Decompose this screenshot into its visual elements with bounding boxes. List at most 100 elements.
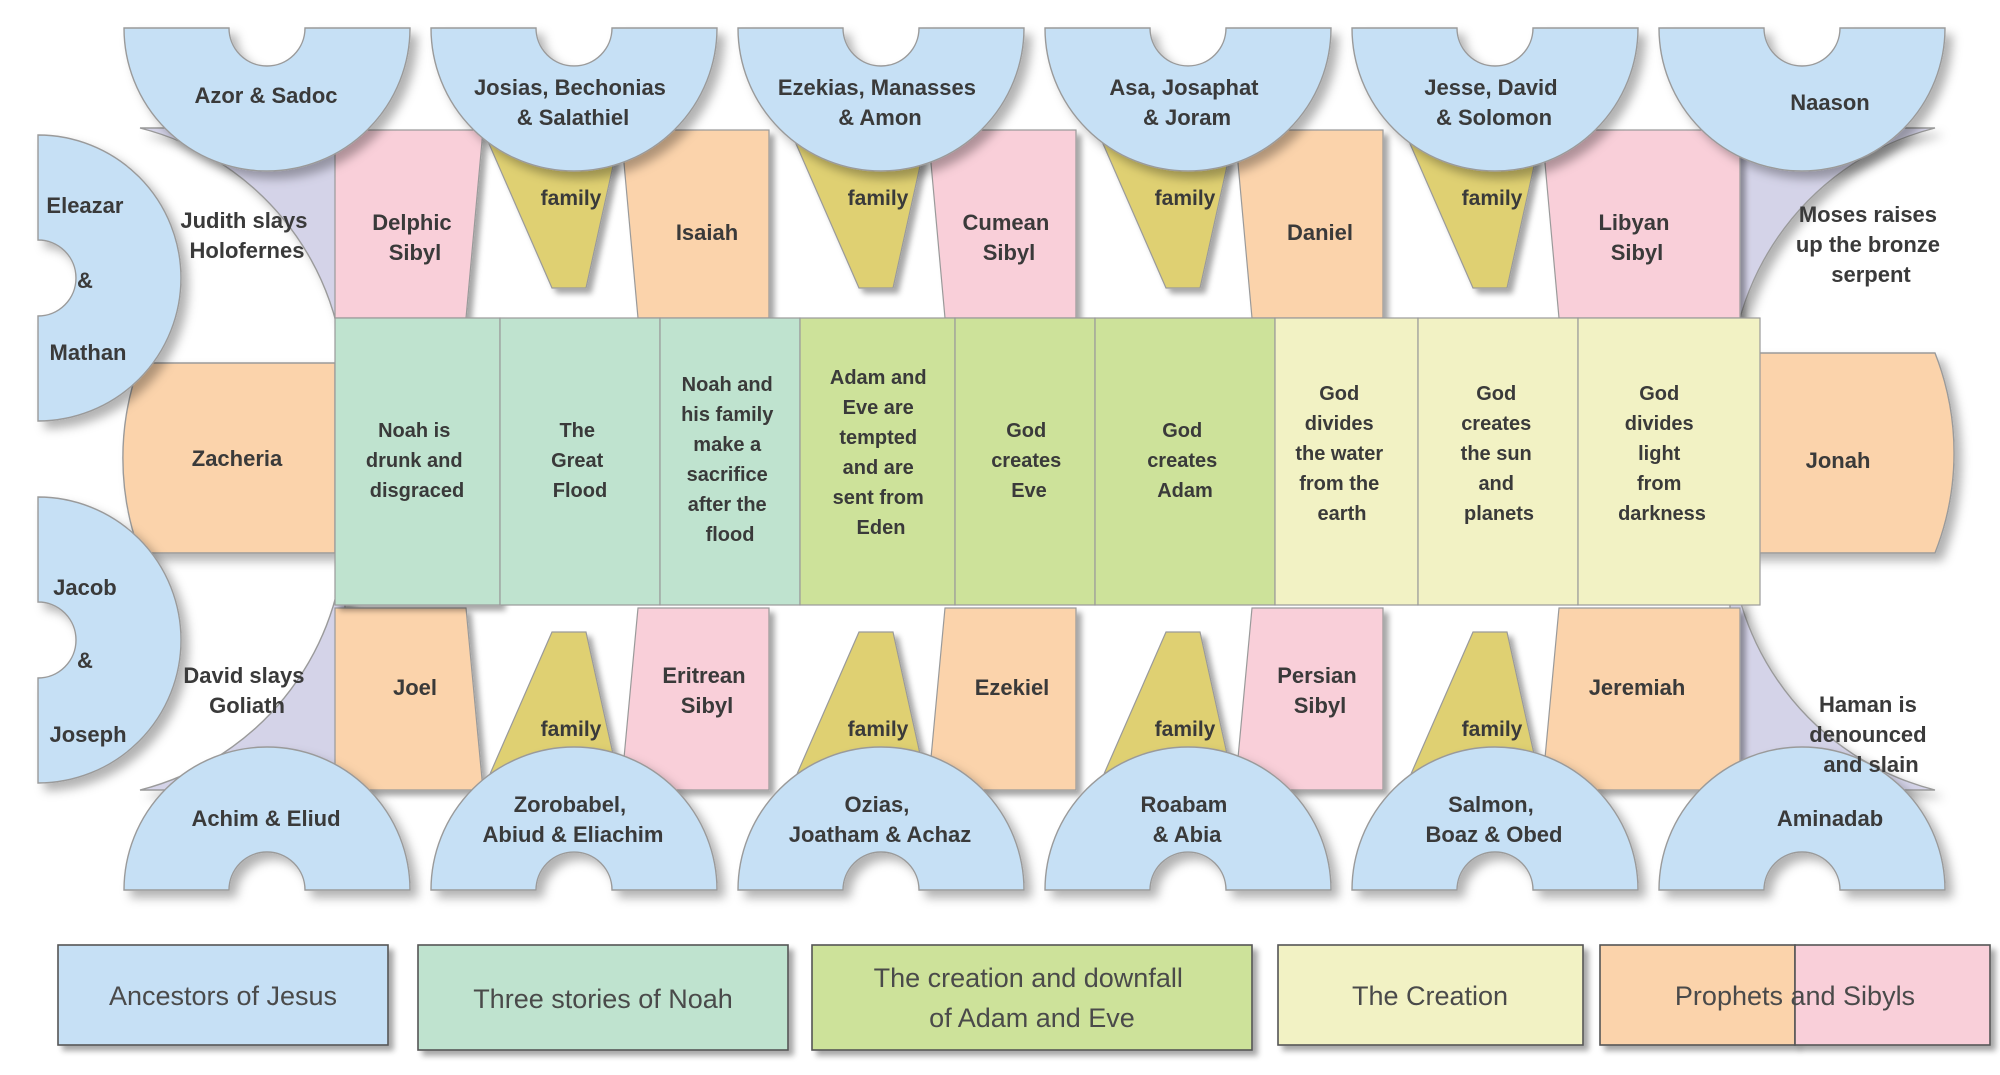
top-prophet-label-0: Delphic Sibyl	[372, 210, 458, 265]
bottom-lunette-0[interactable]	[123, 746, 411, 891]
center-panel-label-8: God divides light from darkness	[1618, 383, 1706, 525]
bottom-lunette-5[interactable]	[1658, 746, 1946, 891]
bottom-lunette-4[interactable]	[1351, 746, 1639, 891]
left-lunettes-layer	[37, 134, 182, 784]
center-panel-2[interactable]	[659, 317, 801, 606]
top-lunette-2[interactable]	[737, 27, 1025, 172]
legend-swatch-4-left	[1599, 944, 1796, 1046]
center-panel-0[interactable]	[334, 317, 501, 606]
top-prophets-layer	[334, 129, 1741, 319]
family-label-bottom-3: family	[1462, 718, 1523, 741]
center-panel-label-7: God creates the sun and planets	[1461, 383, 1538, 525]
top-lunette-3[interactable]	[1044, 27, 1332, 172]
corner-label-3: Haman is denounced and slain	[1809, 692, 1932, 777]
bottom-lunette-1[interactable]	[430, 746, 718, 891]
legend-item-3[interactable]: The Creation	[1277, 944, 1584, 1046]
legend-swatch-2	[811, 944, 1253, 1051]
top-lunette-5[interactable]	[1658, 27, 1946, 172]
bottom-prophet-ezekiel[interactable]	[927, 607, 1077, 791]
center-panel-label-0: Noah is drunk and disgraced	[366, 420, 468, 502]
legend-swatch-1	[417, 944, 789, 1051]
corner-label-2: David slays Goliath	[183, 663, 310, 718]
family-label-top-2: family	[1155, 187, 1216, 210]
bottom-prophet-label-3: Persian Sibyl	[1277, 663, 1363, 718]
bottom-lunette-label-5: Aminadab	[1777, 806, 1883, 831]
legend-item-0[interactable]: Ancestors of Jesus	[57, 944, 389, 1046]
family-label-top-3: family	[1462, 187, 1523, 210]
center-panel-3[interactable]	[799, 317, 956, 606]
top-lunettes-layer	[123, 27, 1946, 172]
top-prophet-label-4: Libyan Sibyl	[1598, 210, 1675, 265]
bottom-lunette-label-3: Roabam & Abia	[1141, 792, 1234, 847]
bottom-prophet-label-4: Jeremiah	[1589, 675, 1686, 700]
side-prophets-layer	[122, 352, 1955, 554]
center-panel-label-4: God creates Eve	[991, 420, 1067, 502]
legend-swatch-4-right	[1794, 944, 1991, 1046]
family-label-bottom-2: family	[1155, 718, 1216, 741]
top-lunette-label-5: Naason	[1790, 90, 1869, 115]
legend-label-1: Three stories of Noah	[473, 984, 733, 1014]
side-prophet-jonah[interactable]	[1739, 352, 1955, 554]
center-panel-5[interactable]	[1094, 317, 1276, 606]
family-label-top-0: family	[541, 187, 602, 210]
top-lunette-0[interactable]	[123, 27, 411, 172]
family-label-bottom-0: family	[541, 718, 602, 741]
corner-haman-denounced-slain[interactable]	[1729, 517, 1936, 791]
center-panel-4[interactable]	[954, 317, 1096, 606]
side-prophet-label-1: Jonah	[1806, 448, 1871, 473]
top-lunette-4[interactable]	[1351, 27, 1639, 172]
bottom-prophet-eritrean-sibyl[interactable]	[620, 607, 770, 791]
legend-swatch-0	[57, 944, 389, 1046]
bottom-lunette-3[interactable]	[1044, 746, 1332, 891]
bottom-lunette-2[interactable]	[737, 746, 1025, 891]
top-lunette-label-3: Asa, Josaphat & Joram	[1109, 75, 1264, 130]
legend-label-4: Prophets and Sibyls	[1675, 981, 1915, 1011]
legend-item-2[interactable]: The creation and downfall of Adam and Ev…	[811, 944, 1253, 1051]
legend-label-3: The Creation	[1352, 981, 1508, 1011]
bottom-prophets-layer	[334, 607, 1741, 791]
center-panels-layer	[334, 317, 1761, 606]
family-label-bottom-1: family	[848, 718, 909, 741]
legend-label-0: Ancestors of Jesus	[109, 981, 337, 1011]
top-prophet-label-2: Cumean Sibyl	[963, 210, 1056, 265]
bottom-prophet-persian-sibyl[interactable]	[1234, 607, 1384, 791]
bottom-prophet-label-2: Ezekiel	[975, 675, 1050, 700]
bottom-prophet-label-0: Joel	[393, 675, 437, 700]
center-panel-1[interactable]	[499, 317, 661, 606]
legend-item-4[interactable]: Prophets and Sibyls	[1599, 944, 1991, 1046]
left-lunette-label-1: Jacob & Joseph	[49, 575, 126, 747]
top-lunette-label-0: Azor & Sadoc	[194, 83, 337, 108]
legend-label-2: The creation and downfall of Adam and Ev…	[874, 963, 1191, 1033]
left-lunette-0[interactable]	[37, 134, 182, 422]
bottom-lunette-label-1: Zorobabel, Abiud & Eliachim	[483, 792, 664, 847]
bottom-lunette-label-2: Ozias, Joatham & Achaz	[789, 792, 972, 847]
labels-layer: Azor & Sadoc Josias, Bechonias & Salathi…	[46, 75, 1946, 847]
center-panel-label-5: God creates Adam	[1147, 420, 1223, 502]
center-panel-label-2: Noah and his family make a sacrifice aft…	[681, 374, 779, 546]
center-panel-label-1: The Great Flood	[551, 420, 609, 502]
top-lunette-label-1: Josias, Bechonias & Salathiel	[474, 75, 672, 130]
bottom-lunette-label-4: Salmon, Boaz & Obed	[1426, 792, 1563, 847]
family-label-top-1: family	[848, 187, 909, 210]
top-prophet-label-1: Isaiah	[676, 220, 738, 245]
left-lunette-1[interactable]	[37, 496, 182, 784]
bottom-lunettes-layer	[123, 746, 1946, 891]
corner-label-1: Moses raises up the bronze serpent	[1796, 202, 1946, 287]
side-prophet-label-0: Zacheria	[192, 446, 283, 471]
center-panel-7[interactable]	[1417, 317, 1579, 606]
legend-item-1[interactable]: Three stories of Noah	[417, 944, 789, 1051]
center-panel-8[interactable]	[1577, 317, 1761, 606]
legend: Ancestors of Jesus Three stories of Noah…	[57, 944, 1991, 1051]
bottom-prophet-label-1: Eritrean Sibyl	[662, 663, 751, 718]
top-lunette-1[interactable]	[430, 27, 718, 172]
center-panel-6[interactable]	[1274, 317, 1419, 606]
corner-label-0: Judith slays Holofernes	[180, 208, 313, 263]
top-lunette-label-2: Ezekias, Manasses & Amon	[778, 75, 982, 130]
top-prophet-label-3: Daniel	[1287, 220, 1353, 245]
bottom-lunette-label-0: Achim & Eliud	[191, 806, 340, 831]
left-lunette-label-0: Eleazar & Mathan	[46, 193, 129, 365]
center-panel-label-6: God divides the water from the earth	[1295, 383, 1388, 525]
top-lunette-label-4: Jesse, David & Solomon	[1424, 75, 1563, 130]
